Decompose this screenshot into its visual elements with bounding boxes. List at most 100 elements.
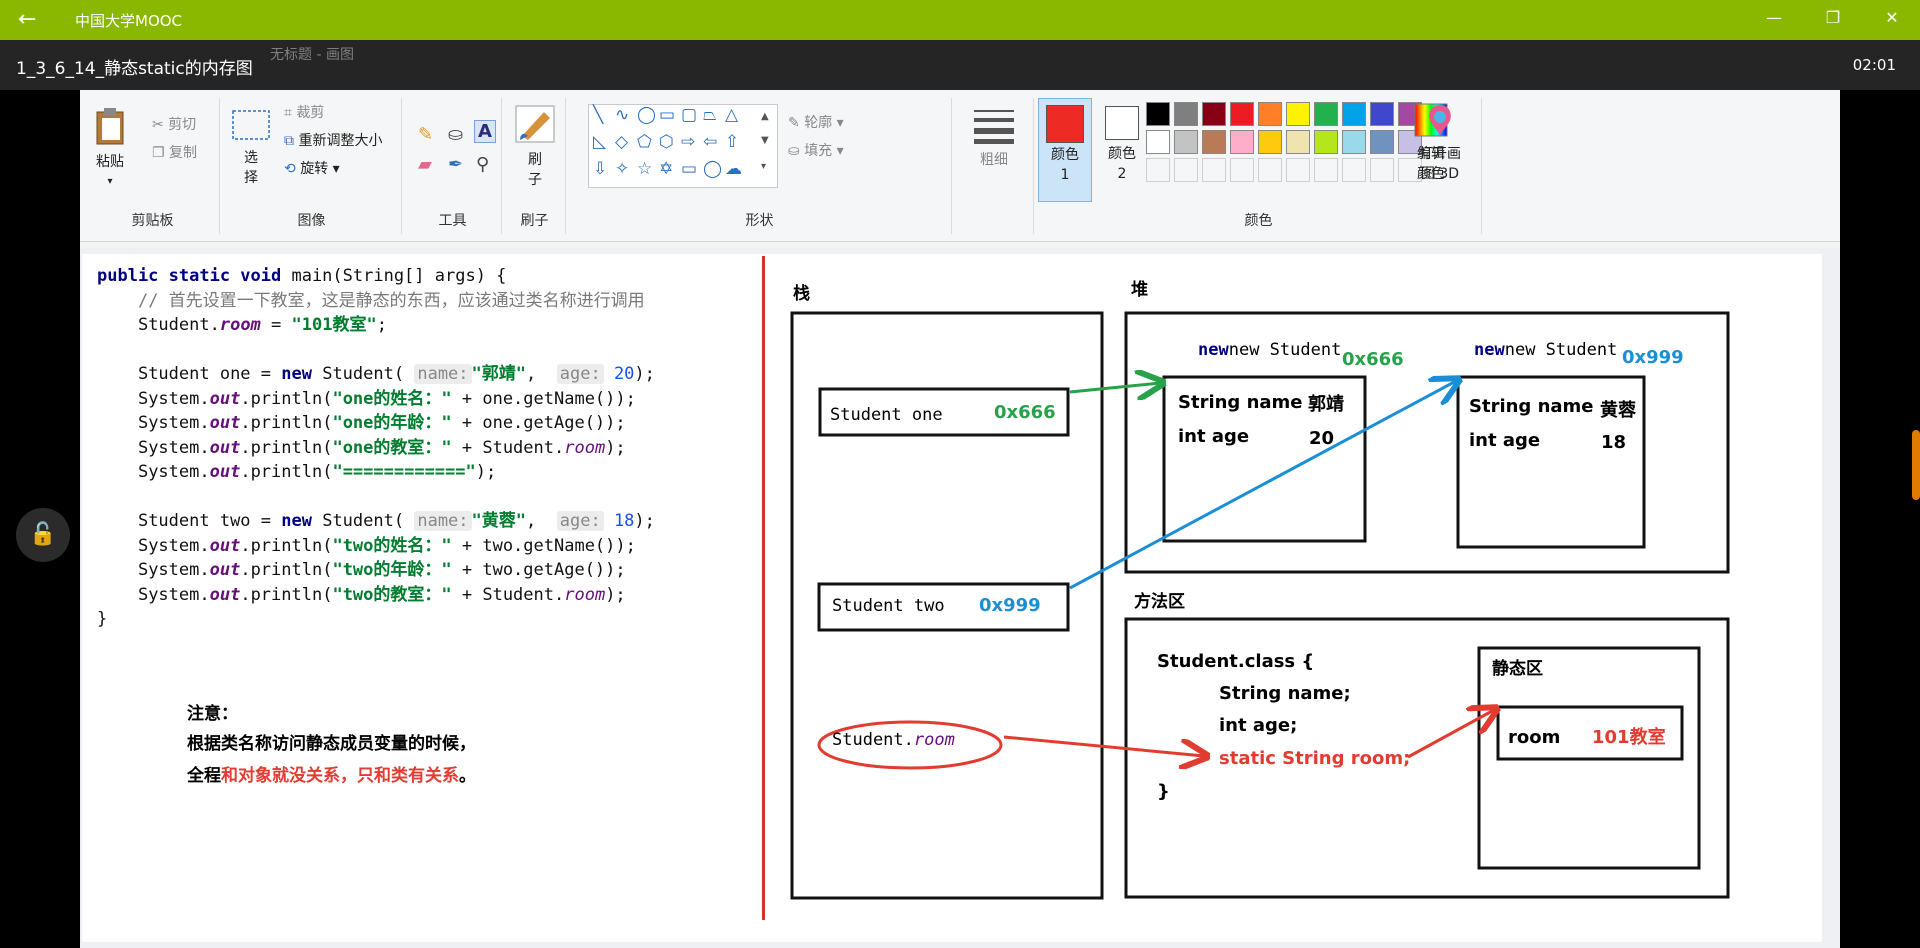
- right-triangle-shape-icon[interactable]: ◺: [593, 132, 607, 152]
- palette-swatch[interactable]: [1202, 158, 1226, 182]
- pencil-icon[interactable]: ✎: [418, 124, 434, 145]
- palette-swatch[interactable]: [1230, 130, 1254, 154]
- palette-swatch[interactable]: [1174, 130, 1198, 154]
- palette-swatch[interactable]: [1314, 102, 1338, 126]
- clipboard-group: 粘贴 ▾ ✂ 剪切 ❐ 复制 剪贴板: [86, 98, 220, 234]
- palette-swatch[interactable]: [1258, 130, 1282, 154]
- palette-swatch[interactable]: [1230, 158, 1254, 182]
- callout-oval-shape-icon[interactable]: ◯: [703, 159, 723, 179]
- copy-button[interactable]: ❐ 复制: [152, 142, 197, 162]
- resize-button[interactable]: ⧉ 重新调整大小: [284, 130, 382, 150]
- open-paint3d-button[interactable]: 打开画图 3D: [1412, 102, 1468, 184]
- restore-icon[interactable]: ❐: [1825, 8, 1841, 27]
- palette-swatch[interactable]: [1230, 102, 1254, 126]
- arrow-down-shape-icon[interactable]: ⇩: [593, 159, 608, 179]
- heap-obj1-address: 0x666: [1342, 349, 1404, 370]
- palette-swatch[interactable]: [1202, 102, 1226, 126]
- rounded-rect-shape-icon[interactable]: ▢: [681, 105, 698, 125]
- palette-swatch[interactable]: [1370, 158, 1394, 182]
- palette-swatch[interactable]: [1370, 130, 1394, 154]
- pentagon-shape-icon[interactable]: ⬠: [637, 132, 652, 152]
- colors-group-label: 颜色: [1244, 213, 1273, 229]
- arrow-right-shape-icon[interactable]: ⇨: [681, 132, 696, 152]
- arrow-up-shape-icon[interactable]: ⇧: [725, 132, 740, 152]
- callout-rect-shape-icon[interactable]: ▭: [681, 159, 698, 179]
- palette-swatch[interactable]: [1342, 158, 1366, 182]
- size-button[interactable]: 粗细: [968, 106, 1020, 170]
- close-icon[interactable]: ✕: [1885, 8, 1899, 27]
- palette-swatch[interactable]: [1174, 158, 1198, 182]
- palette-swatch[interactable]: [1258, 102, 1282, 126]
- select-button[interactable]: 选择: [226, 108, 276, 188]
- back-arrow-icon[interactable]: ←: [18, 7, 37, 32]
- star4-shape-icon[interactable]: ✧: [615, 159, 630, 179]
- line-thickness-icon: [974, 110, 1014, 144]
- color1-button[interactable]: 颜色 1: [1038, 98, 1092, 202]
- curve-shape-icon[interactable]: ∿: [615, 105, 630, 125]
- hexagon-shape-icon[interactable]: ⬡: [659, 132, 674, 152]
- shapes-group: 形状 ✎ 轮廓 ▾ ⛀ 填充 ▾: [568, 98, 952, 234]
- class-open: Student.class {: [1157, 651, 1314, 672]
- paint-window: 粘贴 ▾ ✂ 剪切 ❐ 复制 剪贴板 选择 ⌗ 裁剪 ⧉ 重新调整大小 ⟲ 旋转…: [80, 90, 1840, 948]
- shapes-gallery[interactable]: ╲ ∿ ◯ ▭ ▢ ⏢ △ ◺ ◇ ⬠ ⬡ ⇨ ⇦ ⇧ ⇩ ✧ ☆ ✡ ▭ ◯: [588, 104, 778, 188]
- color2-button[interactable]: 颜色 2: [1096, 98, 1148, 184]
- paint-window-title: 无标题 - 画图: [270, 47, 354, 63]
- palette-swatch[interactable]: [1286, 102, 1310, 126]
- star6-shape-icon[interactable]: ✡: [659, 159, 674, 179]
- gallery-scroll-up-icon[interactable]: ▲: [761, 111, 769, 122]
- copy-label: 复制: [169, 145, 198, 161]
- palette-swatch[interactable]: [1342, 102, 1366, 126]
- line-shape-icon[interactable]: ╲: [593, 105, 604, 125]
- note-title: 注意：: [187, 704, 238, 724]
- color-picker-icon[interactable]: ✒: [448, 154, 464, 175]
- palette-swatch[interactable]: [1370, 102, 1394, 126]
- fill-button[interactable]: ⛀ 填充 ▾: [788, 143, 844, 159]
- palette-swatch[interactable]: [1342, 130, 1366, 154]
- text-tool-icon[interactable]: A: [474, 120, 496, 143]
- crop-button[interactable]: ⌗ 裁剪: [284, 102, 324, 122]
- arrow-room-to-class: [1003, 735, 1204, 756]
- palette-swatch[interactable]: [1146, 130, 1170, 154]
- arrow-class-to-static: [1407, 710, 1494, 759]
- diamond-shape-icon[interactable]: ◇: [615, 132, 629, 152]
- minimize-icon[interactable]: —: [1766, 8, 1782, 27]
- magnifier-icon[interactable]: ⚲: [476, 154, 490, 175]
- cut-button[interactable]: ✂ 剪切: [152, 114, 196, 134]
- outline-button[interactable]: ✎ 轮廓 ▾: [788, 115, 844, 131]
- rotate-button[interactable]: ⟲ 旋转 ▾: [284, 161, 340, 177]
- gallery-expand-icon[interactable]: ▾: [761, 161, 767, 172]
- arrow-left-shape-icon[interactable]: ⇦: [703, 132, 718, 152]
- palette-swatch[interactable]: [1146, 158, 1170, 182]
- gallery-scroll-down-icon[interactable]: ▼: [761, 135, 769, 146]
- palette-swatch[interactable]: [1314, 130, 1338, 154]
- brush-label: 刷子: [528, 152, 542, 188]
- video-overlay-bar: 无标题 - 画图 1_3_6_14_静态static的内存图 02:01: [0, 40, 1920, 90]
- lock-icon[interactable]: 🔓: [16, 508, 70, 562]
- colors-group: 颜色 1 颜色 2 编辑颜色 颜色: [1036, 98, 1482, 234]
- palette-swatch[interactable]: [1314, 158, 1338, 182]
- palette-swatch[interactable]: [1202, 130, 1226, 154]
- star5-shape-icon[interactable]: ☆: [637, 159, 653, 179]
- color2-label: 颜色 2: [1108, 146, 1136, 182]
- outline-icon: ✎: [788, 115, 805, 131]
- brush-button[interactable]: 刷子: [512, 104, 558, 190]
- paint-canvas-area: [80, 248, 1840, 948]
- stack-room-ellipse: [817, 720, 1003, 770]
- palette-swatch[interactable]: [1258, 158, 1282, 182]
- callout-cloud-shape-icon[interactable]: ☁: [725, 159, 742, 179]
- oval-shape-icon[interactable]: ◯: [637, 105, 657, 125]
- rectangle-shape-icon[interactable]: ▭: [659, 105, 676, 125]
- eraser-icon[interactable]: ▰: [418, 154, 432, 175]
- palette-swatch[interactable]: [1286, 158, 1310, 182]
- paste-button[interactable]: 粘贴 ▾: [92, 106, 128, 192]
- palette-swatch[interactable]: [1146, 102, 1170, 126]
- palette-swatch[interactable]: [1174, 102, 1198, 126]
- palette-swatch[interactable]: [1398, 158, 1422, 182]
- triangle-shape-icon[interactable]: △: [725, 105, 739, 125]
- palette-swatch[interactable]: [1286, 130, 1310, 154]
- drawing-canvas[interactable]: [82, 254, 1822, 942]
- polygon-shape-icon[interactable]: ⏢: [703, 105, 717, 125]
- heap-box: [1124, 311, 1730, 574]
- fill-bucket-icon[interactable]: ⛀: [448, 124, 464, 145]
- stack-var-one-label: Student one: [830, 405, 943, 425]
